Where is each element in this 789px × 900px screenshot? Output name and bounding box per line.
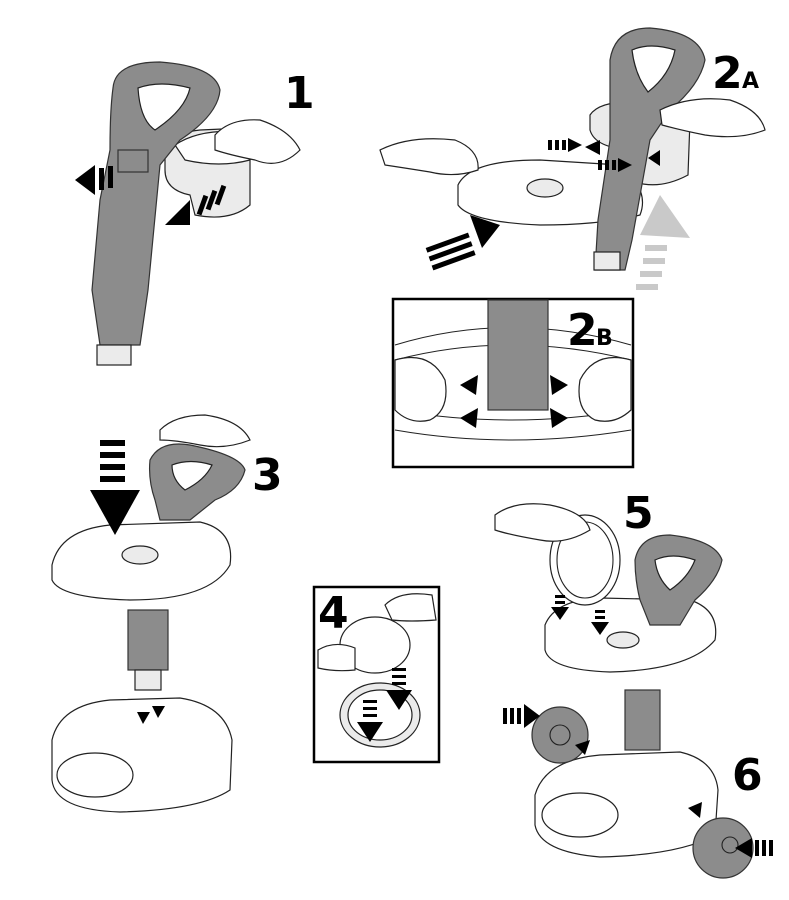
step-2a-illustration: [379, 27, 766, 290]
step-4-label: 4: [318, 588, 349, 639]
arrow-squeeze-icon: [460, 408, 478, 428]
pole-section: [487, 299, 549, 411]
handle-grip-hole: [631, 45, 676, 93]
step-2b-inset: [391, 297, 635, 469]
arrow-down-icon: [591, 610, 609, 635]
arrow-push-icon: [425, 215, 500, 271]
hand-right-icon: [659, 98, 766, 138]
arrow-insert-icon: [688, 802, 702, 818]
handle-grip-hole: [171, 460, 213, 491]
arrow-insert-icon: [137, 712, 150, 724]
step-2a-sublabel: A: [742, 69, 759, 94]
step-4-inset: [312, 585, 441, 764]
hand-icon: [384, 593, 437, 622]
arrow-right-icon: [503, 704, 540, 728]
hand-icon: [317, 643, 356, 672]
pole-section: [127, 609, 169, 671]
step-1-label: 1: [284, 68, 315, 119]
tray-cup: [606, 631, 640, 649]
step-5-label: 5: [623, 488, 654, 539]
handle-pole: [594, 27, 706, 271]
arrow-insert-icon: [152, 706, 165, 718]
step-2a-label: 2: [712, 48, 743, 99]
hand-left-icon: [394, 356, 447, 422]
arrow-left-icon: [75, 165, 113, 195]
arrow-clip-icon: [585, 140, 600, 155]
arrow-down-icon: [386, 668, 412, 710]
arrow-down-icon: [357, 700, 383, 742]
base-hole: [541, 792, 619, 838]
arrow-left-icon: [735, 838, 773, 858]
arrow-squeeze-icon: [460, 375, 478, 395]
pole-section: [624, 689, 661, 751]
arrow-down-icon: [90, 440, 140, 535]
pole-tip: [134, 669, 162, 691]
tray-cup: [526, 178, 564, 198]
tray-cup: [121, 545, 159, 565]
hand-left-icon: [379, 138, 479, 176]
pole-tip: [96, 344, 132, 366]
arrow-insert-icon: [575, 740, 590, 755]
step-5-illustration: [494, 503, 773, 879]
handle-grip-hole: [654, 555, 696, 591]
arrow-clip-icon: [648, 150, 660, 166]
step-1-illustration: [75, 61, 301, 366]
arrow-squeeze-icon: [550, 375, 568, 395]
hand-right-icon: [578, 356, 632, 422]
pole-tip: [593, 251, 621, 271]
arrow-right-icon: [548, 138, 582, 152]
arrow-down-icon: [551, 595, 569, 620]
step-3-illustration: [51, 414, 251, 813]
arrow-up-ghost-icon: [636, 195, 690, 290]
clip-latch: [117, 149, 149, 173]
handle-pole: [91, 61, 221, 346]
handle-grip-hole: [137, 83, 191, 131]
step-3-label: 3: [252, 450, 283, 501]
arrow-down-left-icon: [165, 184, 227, 225]
step-2b-sublabel: B: [596, 326, 613, 351]
hand-icon: [159, 414, 251, 448]
base-hole: [56, 752, 134, 798]
arrow-squeeze-icon: [550, 408, 568, 428]
wheel: [531, 706, 589, 764]
step-6-label: 6: [732, 750, 763, 801]
arrow-right-icon: [598, 158, 632, 172]
hand-icon: [494, 503, 591, 542]
step-2b-label: 2: [567, 305, 598, 356]
hand-icon: [214, 119, 301, 164]
